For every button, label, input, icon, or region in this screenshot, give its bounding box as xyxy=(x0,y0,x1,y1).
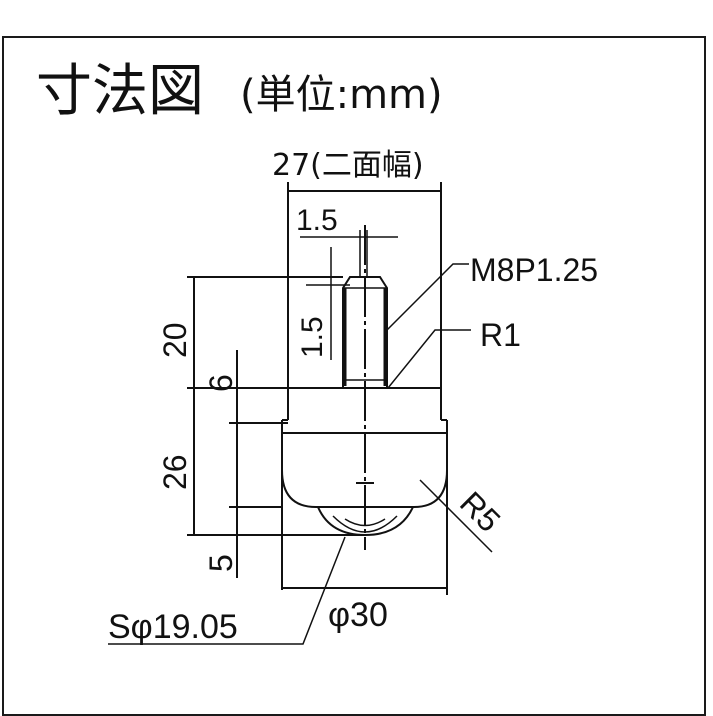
dim-ball-diameter: Sφ19.05 xyxy=(108,608,238,646)
label-fillet-r1: R1 xyxy=(480,317,521,353)
dim-body-height: 26 xyxy=(157,454,193,490)
dim-width-across-flats: 27(二面幅) xyxy=(272,148,424,183)
dim-ball-protrusion: 5 xyxy=(203,554,239,572)
dim-flange-height: 6 xyxy=(203,374,239,392)
leader-r5 xyxy=(419,479,493,553)
dim-chamfer-horizontal: 1.5 xyxy=(296,204,338,237)
dim-chamfer-vertical: 1.5 xyxy=(296,316,329,358)
dim-stud-length: 20 xyxy=(157,322,193,358)
leader-r1 xyxy=(387,329,471,389)
title-main: 寸法図 xyxy=(36,59,204,124)
dim-body-diameter: φ30 xyxy=(328,596,388,634)
title-unit: (単位:mm) xyxy=(240,72,443,118)
label-thread: M8P1.25 xyxy=(470,252,598,288)
chamfer-dim-lines xyxy=(300,230,398,278)
leader-thread xyxy=(386,263,469,331)
leader-ball-diameter xyxy=(108,536,346,645)
dim-line-27 xyxy=(287,182,442,200)
drawing-frame xyxy=(2,36,706,716)
label-corner-r5: R5 xyxy=(453,484,507,538)
